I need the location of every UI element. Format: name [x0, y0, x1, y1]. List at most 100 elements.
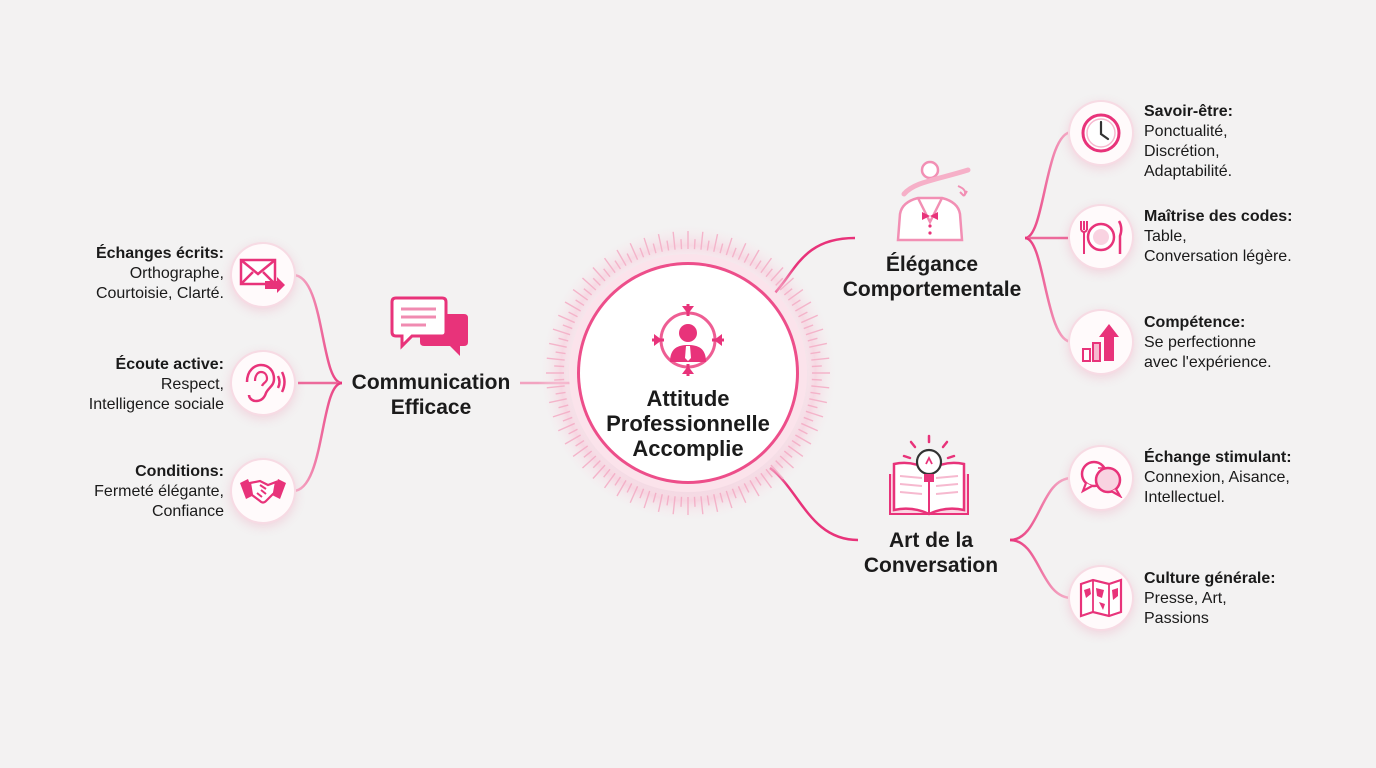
glow-tick — [572, 445, 589, 458]
glow-tick — [562, 324, 573, 330]
glow-tick — [731, 247, 737, 258]
glow-tick — [639, 488, 645, 499]
communication-title-line: Communication — [351, 371, 511, 394]
glow-tick — [572, 288, 589, 301]
glow-tick — [614, 476, 622, 486]
glow-tick — [558, 337, 569, 342]
glow-tick — [779, 277, 794, 291]
competence-node[interactable] — [1070, 311, 1132, 373]
center-title-line: Accomplie — [632, 436, 744, 461]
item-title: Maîtrise des codes: — [1144, 208, 1293, 225]
codes-mastery-node[interactable] — [1070, 206, 1132, 268]
glow-tick — [652, 492, 657, 503]
glow-tick — [811, 378, 822, 381]
glow-tick — [626, 483, 633, 493]
glow-tick — [603, 472, 616, 489]
codes-mastery-text: Maîtrise des codes: Table, Conversation … — [1144, 207, 1364, 267]
glow-tick — [614, 260, 622, 270]
glow-tick — [719, 492, 724, 503]
glow-tick — [795, 301, 812, 312]
glow-tick — [666, 240, 670, 251]
glow-tick — [805, 328, 824, 336]
glow-tick — [582, 277, 597, 291]
active-listening-node[interactable] — [232, 352, 294, 414]
glow-tick — [575, 299, 585, 307]
glow-tick — [810, 351, 821, 355]
clock-icon — [1080, 112, 1122, 154]
conversation-title-line: Conversation — [863, 554, 999, 577]
item-line: Adaptabilité. — [1144, 163, 1233, 180]
glow-tick — [725, 490, 733, 509]
glow-tick — [779, 455, 794, 469]
professional-target-icon — [648, 300, 728, 380]
glow-tick — [783, 288, 793, 296]
elegance-title-line: Élégance — [885, 253, 979, 276]
glow-tick — [737, 485, 747, 504]
conditions-node[interactable] — [232, 460, 294, 522]
item-line: Courtoisie, Clarté. — [95, 285, 224, 302]
glow-tick — [680, 239, 683, 250]
glow-tick — [629, 485, 639, 504]
chat-bubbles-icon — [390, 296, 472, 360]
glow-tick — [700, 231, 704, 250]
glow-tick — [552, 328, 571, 336]
envelope-icon — [239, 255, 287, 295]
center-title-line: Attitude — [646, 386, 730, 411]
stimulating-exchange-node[interactable] — [1070, 447, 1132, 509]
glow-tick — [770, 464, 784, 479]
conditions-text: Conditions: Fermeté élégante, Confiance — [20, 462, 224, 522]
item-title: Compétence: — [1144, 314, 1246, 331]
glow-tick — [809, 342, 828, 348]
savoir-etre-node[interactable] — [1070, 102, 1132, 164]
glow-tick — [583, 450, 593, 458]
glow-tick — [770, 267, 784, 282]
glow-tick — [603, 268, 611, 278]
speech-bubbles-icon — [1078, 458, 1124, 498]
glow-tick — [643, 490, 651, 509]
item-title: Échanges écrits: — [95, 245, 224, 262]
glow-tick — [743, 483, 750, 493]
conversation-title-line: Art de la — [888, 529, 974, 552]
glow-tick — [706, 495, 710, 506]
handshake-icon — [238, 473, 288, 509]
plate-cutlery-icon — [1077, 218, 1125, 256]
glow-tick — [657, 233, 663, 252]
world-map-icon — [1078, 578, 1124, 618]
glow-tick — [787, 445, 804, 458]
glow-tick — [765, 268, 773, 278]
glow-tick — [546, 357, 565, 361]
item-line: Confiance — [151, 503, 224, 520]
glow-tick — [754, 476, 762, 486]
glow-tick — [557, 422, 576, 432]
item-title: Écoute active: — [115, 356, 224, 373]
stimulating-exchange-text: Échange stimulant: Connexion, Aisance, I… — [1144, 448, 1364, 508]
glow-tick — [592, 464, 606, 479]
competence-text: Compétence: Se perfectionne avec l'expér… — [1144, 313, 1364, 373]
glow-tick — [548, 342, 567, 348]
glow-tick — [725, 237, 733, 256]
glow-tick — [811, 357, 830, 361]
glow-tick — [765, 468, 773, 478]
gentleman-bowtie-icon — [888, 156, 978, 244]
communication-title-line: Efficace — [390, 396, 472, 419]
book-lightbulb-icon — [886, 434, 972, 518]
glow-tick — [791, 439, 801, 447]
ear-icon — [239, 362, 287, 404]
glow-tick — [582, 455, 597, 469]
glow-tick — [592, 277, 601, 286]
glow-tick — [713, 233, 719, 252]
glow-tick — [562, 416, 573, 422]
item-line: Passions — [1144, 610, 1209, 627]
general-culture-node[interactable] — [1070, 567, 1132, 629]
glow-tick — [548, 398, 567, 404]
item-line: Fermeté élégante, — [94, 483, 224, 500]
glow-tick — [592, 460, 601, 469]
glow-tick — [749, 249, 760, 266]
glow-tick — [737, 242, 747, 261]
item-title: Culture générale: — [1144, 570, 1276, 587]
written-exchanges-node[interactable] — [232, 244, 294, 306]
glow-tick — [731, 488, 737, 499]
glow-tick — [568, 311, 578, 318]
glow-tick — [666, 495, 670, 506]
elegance-title: Élégance Comportementale — [832, 252, 1032, 302]
